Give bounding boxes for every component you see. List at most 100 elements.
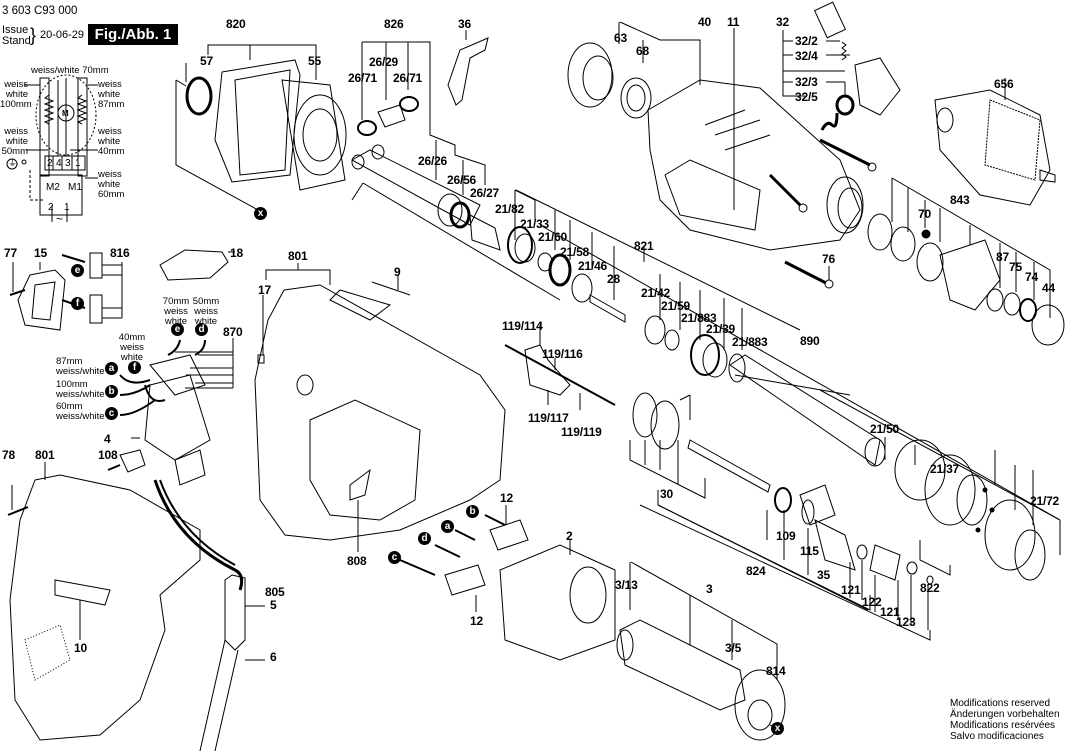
part-label-3-5[interactable]: 3/5 [725,641,742,655]
part-label-843[interactable]: 843 [950,193,970,207]
part-label-121-b[interactable]: 121 [880,605,900,619]
part-label-109[interactable]: 109 [776,529,796,543]
part-label-63[interactable]: 63 [614,31,627,45]
ac-symbol: ~ [56,212,64,226]
part-label-801-handle[interactable]: 801 [35,448,55,462]
part-label-21-883-b[interactable]: 21/883 [732,335,768,349]
part-label-816[interactable]: 816 [110,246,130,260]
part-label-801-housing[interactable]: 801 [288,249,308,263]
part-label-108[interactable]: 108 [98,448,118,462]
part-label-18[interactable]: 18 [230,246,243,260]
part-label-824[interactable]: 824 [746,564,766,578]
part-label-21-72[interactable]: 21/72 [1030,494,1060,508]
part-label-119-117[interactable]: 119/117 [528,411,569,425]
part-label-121-a[interactable]: 121 [841,583,861,597]
part-label-87[interactable]: 87 [996,250,1009,264]
part-label-35[interactable]: 35 [817,568,830,582]
part-label-15[interactable]: 15 [34,246,47,260]
part-label-21-883-a[interactable]: 21/883 [681,311,717,325]
ground-icon: ⏚ [8,158,18,168]
part-label-21-60[interactable]: 21/60 [538,230,568,244]
part-label-21-42[interactable]: 21/42 [641,286,671,300]
note-fr: Modifications resérvées [950,720,1056,731]
part-label-21-33[interactable]: 21/33 [520,217,550,231]
part-label-70[interactable]: 70 [918,207,931,221]
part-label-76[interactable]: 76 [822,252,835,266]
note-de: Änderungen vorbehalten [950,709,1060,720]
part-label-12-bottom[interactable]: 12 [470,614,483,628]
part-label-26-29[interactable]: 26/29 [369,55,399,69]
part-label-3-13[interactable]: 3/13 [615,578,638,592]
part-label-12-top[interactable]: 12 [500,491,513,505]
marker-d-switch: d [195,323,208,336]
part-label-10[interactable]: 10 [74,641,87,655]
part-label-820[interactable]: 820 [226,17,246,31]
part-label-26-71-left[interactable]: 26/71 [348,71,378,85]
part-label-78[interactable]: 78 [2,448,15,462]
part-label-74[interactable]: 74 [1025,270,1038,284]
part-label-870[interactable]: 870 [223,325,243,339]
part-label-3[interactable]: 3 [706,582,713,596]
part-label-21-39[interactable]: 21/39 [706,322,736,336]
part-label-4[interactable]: 4 [104,432,111,446]
terminal-3: 3 [65,158,71,169]
part-label-122[interactable]: 122 [862,595,882,609]
marker-x-top: x [254,207,267,220]
marker-f-switch: f [128,361,141,374]
part-label-40[interactable]: 40 [698,15,711,29]
part-label-26-56[interactable]: 26/56 [447,173,477,187]
part-label-30[interactable]: 30 [660,487,673,501]
part-label-808[interactable]: 808 [347,554,367,568]
part-label-822[interactable]: 822 [920,581,940,595]
part-label-55[interactable]: 55 [308,54,321,68]
marker-c-switch: c [105,407,118,420]
issue-brace: } [30,25,37,45]
part-label-36[interactable]: 36 [458,17,471,31]
part-label-32-5[interactable]: 32/5 [795,90,818,104]
part-label-821[interactable]: 821 [634,239,654,253]
part-label-21-82[interactable]: 21/82 [495,202,525,216]
part-label-9[interactable]: 9 [394,265,401,279]
part-label-6[interactable]: 6 [270,650,277,664]
marker-a-motor: a [441,520,454,533]
part-label-826[interactable]: 826 [384,17,404,31]
part-label-26-71-right[interactable]: 26/71 [393,71,423,85]
part-label-57[interactable]: 57 [200,54,213,68]
part-label-2[interactable]: 2 [566,529,573,543]
part-label-119-119[interactable]: 119/119 [561,425,602,439]
part-label-656[interactable]: 656 [994,77,1014,91]
part-label-123[interactable]: 123 [896,615,916,629]
part-label-119-116[interactable]: 119/116 [542,347,583,361]
part-label-805[interactable]: 805 [265,585,285,599]
part-label-44[interactable]: 44 [1042,281,1055,295]
part-label-28[interactable]: 28 [607,272,620,286]
intermediate-shaft-30 [629,392,871,611]
part-label-75[interactable]: 75 [1009,260,1022,274]
part-label-115[interactable]: 115 [800,544,819,558]
part-label-68[interactable]: 68 [636,44,649,58]
part-label-26-26[interactable]: 26/26 [418,154,448,168]
part-label-21-37[interactable]: 21/37 [930,462,960,476]
part-label-21-50[interactable]: 21/50 [870,422,900,436]
part-label-21-58[interactable]: 21/58 [560,245,590,259]
part-label-26-27[interactable]: 26/27 [470,186,500,200]
part-label-11[interactable]: 11 [727,15,740,29]
part-label-32[interactable]: 32 [776,15,789,29]
part-label-32-4[interactable]: 32/4 [795,49,818,63]
part-label-32-3[interactable]: 32/3 [795,75,818,89]
part-label-21-46[interactable]: 21/46 [578,259,608,273]
part-label-814[interactable]: 814 [766,664,786,678]
part-label-77[interactable]: 77 [4,246,17,260]
part-label-119-114[interactable]: 119/114 [502,319,543,333]
part-label-21-59[interactable]: 21/59 [661,299,691,313]
part-label-890[interactable]: 890 [800,334,820,348]
part-label-5[interactable]: 5 [270,598,277,612]
part-label-32-2[interactable]: 32/2 [795,34,818,48]
switch-m1: M1 [68,182,82,193]
part-label-17[interactable]: 17 [258,283,271,297]
part-number: 3 603 C93 000 [2,5,78,17]
